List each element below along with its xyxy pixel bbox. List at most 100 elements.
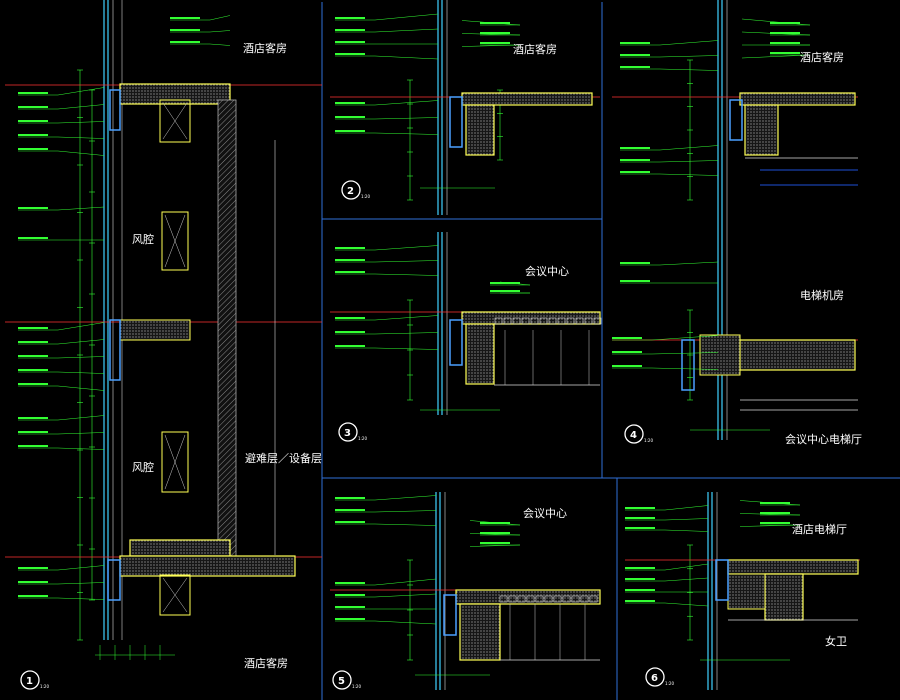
raised-floor-cell [575, 317, 584, 325]
blue-frame [729, 99, 743, 141]
detail-6-scale: 1:20 [665, 681, 674, 686]
blue-frame [449, 96, 463, 148]
concrete-slab [739, 92, 856, 106]
leader-line [664, 563, 709, 571]
raised-floor-cell [521, 317, 530, 325]
concrete-slab [119, 555, 296, 577]
leader-line [469, 533, 521, 536]
note-text-bar [335, 331, 365, 333]
note-text-bar [170, 17, 200, 19]
note-text-bar [18, 341, 48, 343]
note-text-bar [18, 369, 48, 371]
leader-line [469, 544, 521, 547]
note-text-bar [18, 595, 48, 597]
note-text-bar [625, 507, 655, 509]
note-text-bar [480, 532, 510, 534]
note-text-bar [620, 147, 650, 149]
detail-6-number-circle [645, 667, 665, 687]
note-text-bar [18, 581, 48, 583]
raised-floor-cell [589, 595, 598, 603]
note-text-bar [625, 527, 655, 529]
detail-1-geometry [5, 0, 322, 660]
duct-x [164, 214, 186, 268]
leader-line [664, 602, 709, 607]
leader-line [57, 385, 105, 391]
note-text-bar [18, 383, 48, 385]
detail-6-geometry [625, 492, 860, 690]
raised-floor-cell [557, 317, 566, 325]
leader-line [374, 117, 439, 120]
note-text-bar [170, 41, 200, 43]
raised-floor-cell [544, 595, 553, 603]
leader-line [664, 529, 709, 532]
raised-floor-cell [584, 317, 593, 325]
note-text-bar [335, 345, 365, 347]
note-text-bar [620, 171, 650, 173]
note-text-bar [760, 502, 790, 504]
note-text-bar [335, 594, 365, 596]
note-text-bar [480, 22, 510, 24]
fan-duct [159, 99, 191, 143]
detail-2-number-circle [341, 180, 361, 200]
leader-line [374, 315, 439, 321]
raised-floor-cell [571, 595, 580, 603]
note-text-bar [625, 589, 655, 591]
detail-2-label-1: 酒店客房 [513, 42, 557, 56]
concrete-slab [119, 83, 231, 105]
blue-frame [443, 594, 457, 636]
note-text-bar [612, 365, 642, 367]
leader-line [374, 347, 439, 350]
leader-line [57, 415, 105, 421]
detail-3-number: 3 [344, 428, 351, 439]
leader-line [374, 55, 439, 60]
leader-line [651, 352, 719, 355]
note-text-bar [335, 521, 365, 523]
fan-duct [161, 431, 189, 493]
detail-5-number: 5 [338, 676, 345, 687]
note-text-bar [335, 41, 365, 43]
leader-line [374, 132, 439, 135]
concrete-beam [764, 573, 804, 621]
note-text-bar [18, 417, 48, 419]
leader-line [57, 371, 105, 374]
note-text-bar [18, 327, 48, 329]
detail-4-scale: 1:20 [644, 438, 653, 443]
note-text-bar [620, 280, 650, 282]
leader-line [374, 523, 437, 526]
detail-1-label-2: 风腔 [132, 232, 154, 246]
detail-1-label-3: 风腔 [132, 460, 154, 474]
concrete-beam [459, 603, 501, 661]
concrete-beam [465, 104, 495, 156]
detail-1-label-4: 避难层／设备层 [245, 451, 322, 465]
raised-floor-cell [526, 595, 535, 603]
leader-line [374, 332, 439, 335]
note-text-bar [335, 606, 365, 608]
detail-4-number: 4 [630, 430, 637, 441]
note-text-bar [18, 106, 48, 108]
note-text-bar [335, 317, 365, 319]
note-text-bar [612, 351, 642, 353]
leader-line [57, 150, 105, 156]
leader-line [374, 495, 437, 501]
note-text-bar [760, 522, 790, 524]
leader-line [57, 322, 105, 331]
note-text-bar [625, 517, 655, 519]
detail-3-geometry [330, 232, 602, 415]
concrete-beam [465, 323, 495, 385]
detail-1-scale: 1:20 [40, 684, 49, 689]
note-text-bar [620, 54, 650, 56]
leader-line [374, 620, 437, 625]
raised-floor-cell [580, 595, 589, 603]
leader-line [374, 510, 437, 513]
note-text-bar [480, 42, 510, 44]
leader-line [209, 15, 231, 21]
note-text-bar [770, 52, 800, 54]
detail-4: 酒店客房 电梯机房 会议中心电梯厅 4 1:20 [612, 0, 862, 446]
note-text-bar [335, 509, 365, 511]
leader-line [374, 28, 439, 33]
note-text-bar [480, 542, 510, 544]
duct-x [162, 577, 188, 613]
detail-3: 会议中心 3 1:20 [330, 232, 602, 442]
raised-floor-cell [553, 595, 562, 603]
shear-wall [217, 99, 237, 561]
